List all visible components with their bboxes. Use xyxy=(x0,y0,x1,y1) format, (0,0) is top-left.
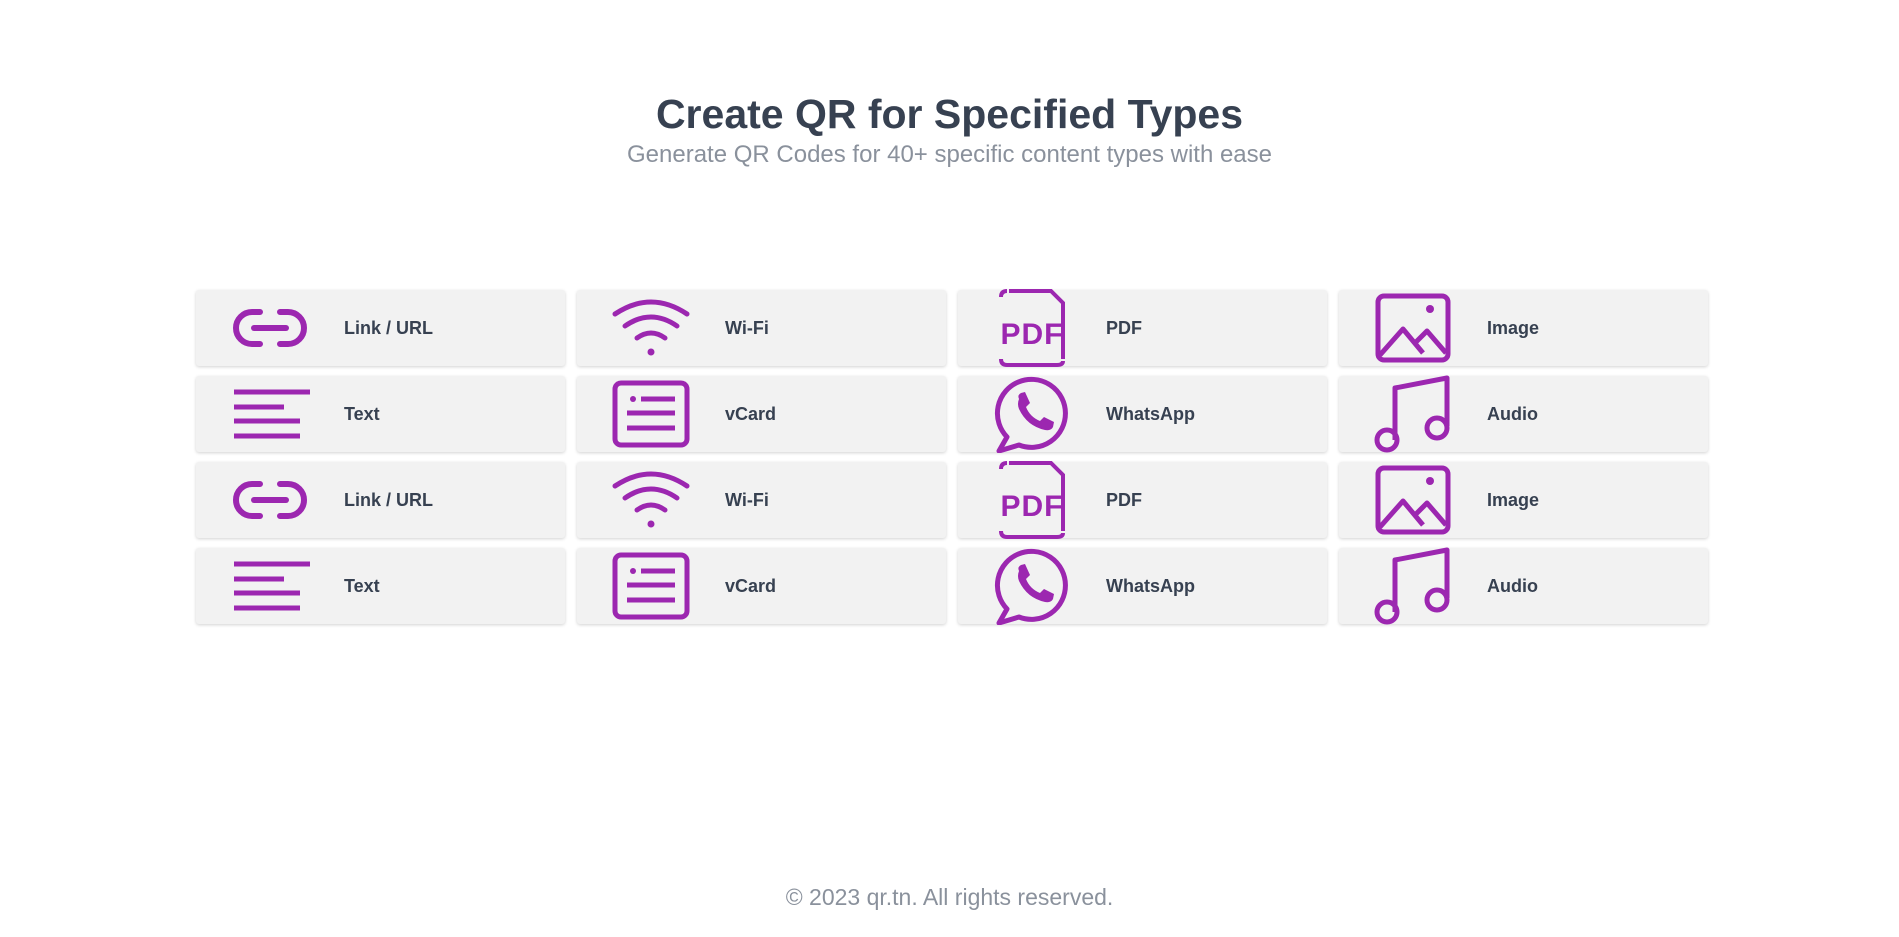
footer-copyright: © 2023 qr.tn. All rights reserved. xyxy=(785,884,1114,910)
qr-type-card[interactable]: Image xyxy=(1339,290,1708,366)
qr-type-label: Link / URL xyxy=(344,317,433,338)
qr-type-card[interactable]: Text xyxy=(196,376,565,452)
pdf-icon: PDF xyxy=(992,461,1072,539)
qr-type-card[interactable]: Wi-Fi xyxy=(577,462,946,538)
wifi-icon xyxy=(611,462,691,538)
whatsapp-icon xyxy=(992,376,1072,453)
qr-type-label: Text xyxy=(344,575,380,596)
text-icon xyxy=(230,548,310,624)
wifi-icon xyxy=(611,290,691,366)
qr-type-card[interactable]: PDF PDF xyxy=(958,289,1327,367)
text-icon xyxy=(230,376,310,452)
qr-type-card[interactable]: Audio xyxy=(1339,375,1708,453)
qr-type-label: PDF xyxy=(1106,317,1142,338)
music-icon xyxy=(1373,547,1453,625)
vcard-icon xyxy=(611,376,691,452)
page-header: Create QR for Specified Types Generate Q… xyxy=(0,90,1899,170)
qr-type-card[interactable]: PDF PDF xyxy=(958,461,1327,539)
music-icon xyxy=(1373,375,1453,453)
page-title: Create QR for Specified Types xyxy=(655,91,1244,137)
qr-type-label: WhatsApp xyxy=(1106,575,1195,596)
page-subtitle: Generate QR Codes for 40+ specific conte… xyxy=(626,141,1272,168)
qr-type-label: Audio xyxy=(1487,403,1538,424)
qr-type-card[interactable]: WhatsApp xyxy=(958,376,1327,453)
qr-type-card[interactable]: Link / URL xyxy=(196,290,565,366)
qr-type-card[interactable]: Link / URL xyxy=(196,462,565,538)
qr-type-label: Audio xyxy=(1487,575,1538,596)
qr-type-label: Image xyxy=(1487,317,1540,338)
qr-type-label: Text xyxy=(344,403,380,424)
image-icon xyxy=(1373,290,1453,366)
qr-type-card[interactable]: vCard xyxy=(577,376,946,452)
qr-type-card[interactable]: Audio xyxy=(1339,547,1708,625)
qr-type-label: PDF xyxy=(1106,489,1142,510)
qr-type-card[interactable]: Text xyxy=(196,548,565,624)
pdf-icon: PDF xyxy=(992,289,1072,367)
qr-type-label: Link / URL xyxy=(344,489,433,510)
qr-type-label: Wi-Fi xyxy=(725,317,769,338)
svg-text:PDF: PDF xyxy=(1001,490,1064,523)
qr-type-card[interactable]: vCard xyxy=(577,548,946,624)
qr-type-card[interactable]: Image xyxy=(1339,462,1708,538)
vcard-icon xyxy=(611,548,691,624)
qr-type-label: vCard xyxy=(725,403,777,424)
whatsapp-icon xyxy=(992,548,1072,625)
qr-type-card[interactable]: Wi-Fi xyxy=(577,290,946,366)
image-icon xyxy=(1373,462,1453,538)
link-icon xyxy=(230,290,310,366)
qr-type-label: Image xyxy=(1487,489,1540,510)
qr-type-label: vCard xyxy=(725,575,777,596)
qr-type-label: WhatsApp xyxy=(1106,403,1195,424)
svg-text:PDF: PDF xyxy=(1001,318,1064,351)
link-icon xyxy=(230,462,310,538)
qr-type-label: Wi-Fi xyxy=(725,489,769,510)
qr-type-card[interactable]: WhatsApp xyxy=(958,548,1327,625)
